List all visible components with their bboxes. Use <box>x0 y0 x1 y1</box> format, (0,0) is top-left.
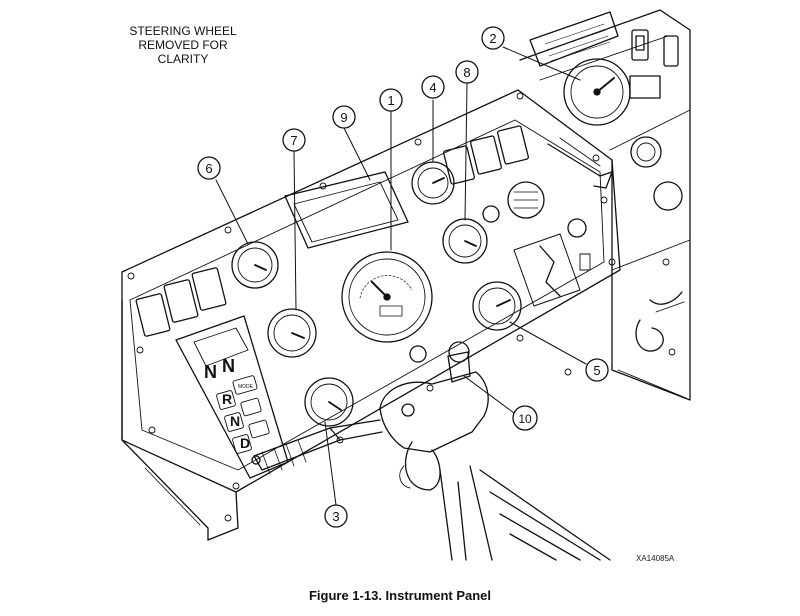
callout-7-label: 7 <box>290 133 297 148</box>
console-connector <box>630 136 662 168</box>
console-indicator <box>629 75 661 99</box>
console-gauge-small <box>653 181 683 211</box>
figure-caption: Figure 1-13. Instrument Panel <box>308 588 492 603</box>
callout-7: 7 <box>282 128 306 152</box>
clarity-note: STEERING WHEEL REMOVED FOR CLARITY <box>108 24 258 66</box>
speedometer <box>341 251 433 343</box>
rocker-switches-left <box>135 267 227 337</box>
callout-9: 9 <box>332 105 356 129</box>
shifter-letter-d: D <box>240 435 250 451</box>
shifter-letter-r: R <box>222 391 232 407</box>
shifter-letter-n3: N <box>230 413 240 429</box>
console-switch <box>663 35 679 67</box>
art-id: XA14085A <box>636 554 675 563</box>
steering-column <box>379 341 611 561</box>
shifter-letter-n1: N <box>204 362 217 382</box>
message-display <box>284 171 409 249</box>
callout-5-label: 5 <box>593 363 600 378</box>
indicator-cluster <box>482 181 545 223</box>
callout-10-label: 10 <box>518 412 532 426</box>
shifter-letter-n2: N <box>222 356 235 376</box>
hose <box>635 319 664 352</box>
callout-4-label: 4 <box>429 80 436 95</box>
gauge-7 <box>267 308 317 358</box>
callout-8: 8 <box>455 60 479 84</box>
gauge-8 <box>442 218 488 264</box>
gauge-3 <box>304 377 354 427</box>
callout-5: 5 <box>585 358 609 382</box>
shifter-buttons <box>216 375 270 454</box>
gauge-6 <box>231 241 279 289</box>
console-lever <box>547 143 613 189</box>
shifter-mode-label: MODE <box>238 384 254 390</box>
clarity-note-line-3: CLARITY <box>157 52 209 66</box>
gauge-5 <box>472 281 522 331</box>
callout-9-label: 9 <box>340 110 347 125</box>
callout-2: 2 <box>481 26 505 50</box>
callout-3: 3 <box>324 504 348 528</box>
dash-panel-face <box>129 119 605 471</box>
clarity-note-line-2: REMOVED FOR <box>138 38 228 52</box>
callout-3-label: 3 <box>332 509 339 524</box>
console-gauge <box>563 58 631 126</box>
callout-4: 4 <box>421 75 445 99</box>
turn-signal-stalk <box>251 419 383 475</box>
callout-8-label: 8 <box>463 65 470 80</box>
right-console <box>519 9 691 401</box>
callout-6: 6 <box>197 156 221 180</box>
panel-screws <box>127 92 676 522</box>
callout-1: 1 <box>379 88 403 112</box>
shifter-panel <box>175 315 289 479</box>
control-knobs <box>513 218 591 307</box>
clarity-note-line-1: STEERING WHEEL <box>129 24 237 38</box>
lower-housing <box>121 299 209 541</box>
callout-6-label: 6 <box>205 161 212 176</box>
leader-lines <box>215 46 587 506</box>
warning-placard <box>529 11 619 67</box>
console-switch <box>631 29 649 61</box>
rocker-switches-top <box>443 125 529 185</box>
callout-1-label: 1 <box>387 93 394 108</box>
callout-10: 10 <box>512 405 538 431</box>
callout-2-label: 2 <box>489 31 496 46</box>
shifter-letters: N N R N D MODE <box>204 356 254 451</box>
